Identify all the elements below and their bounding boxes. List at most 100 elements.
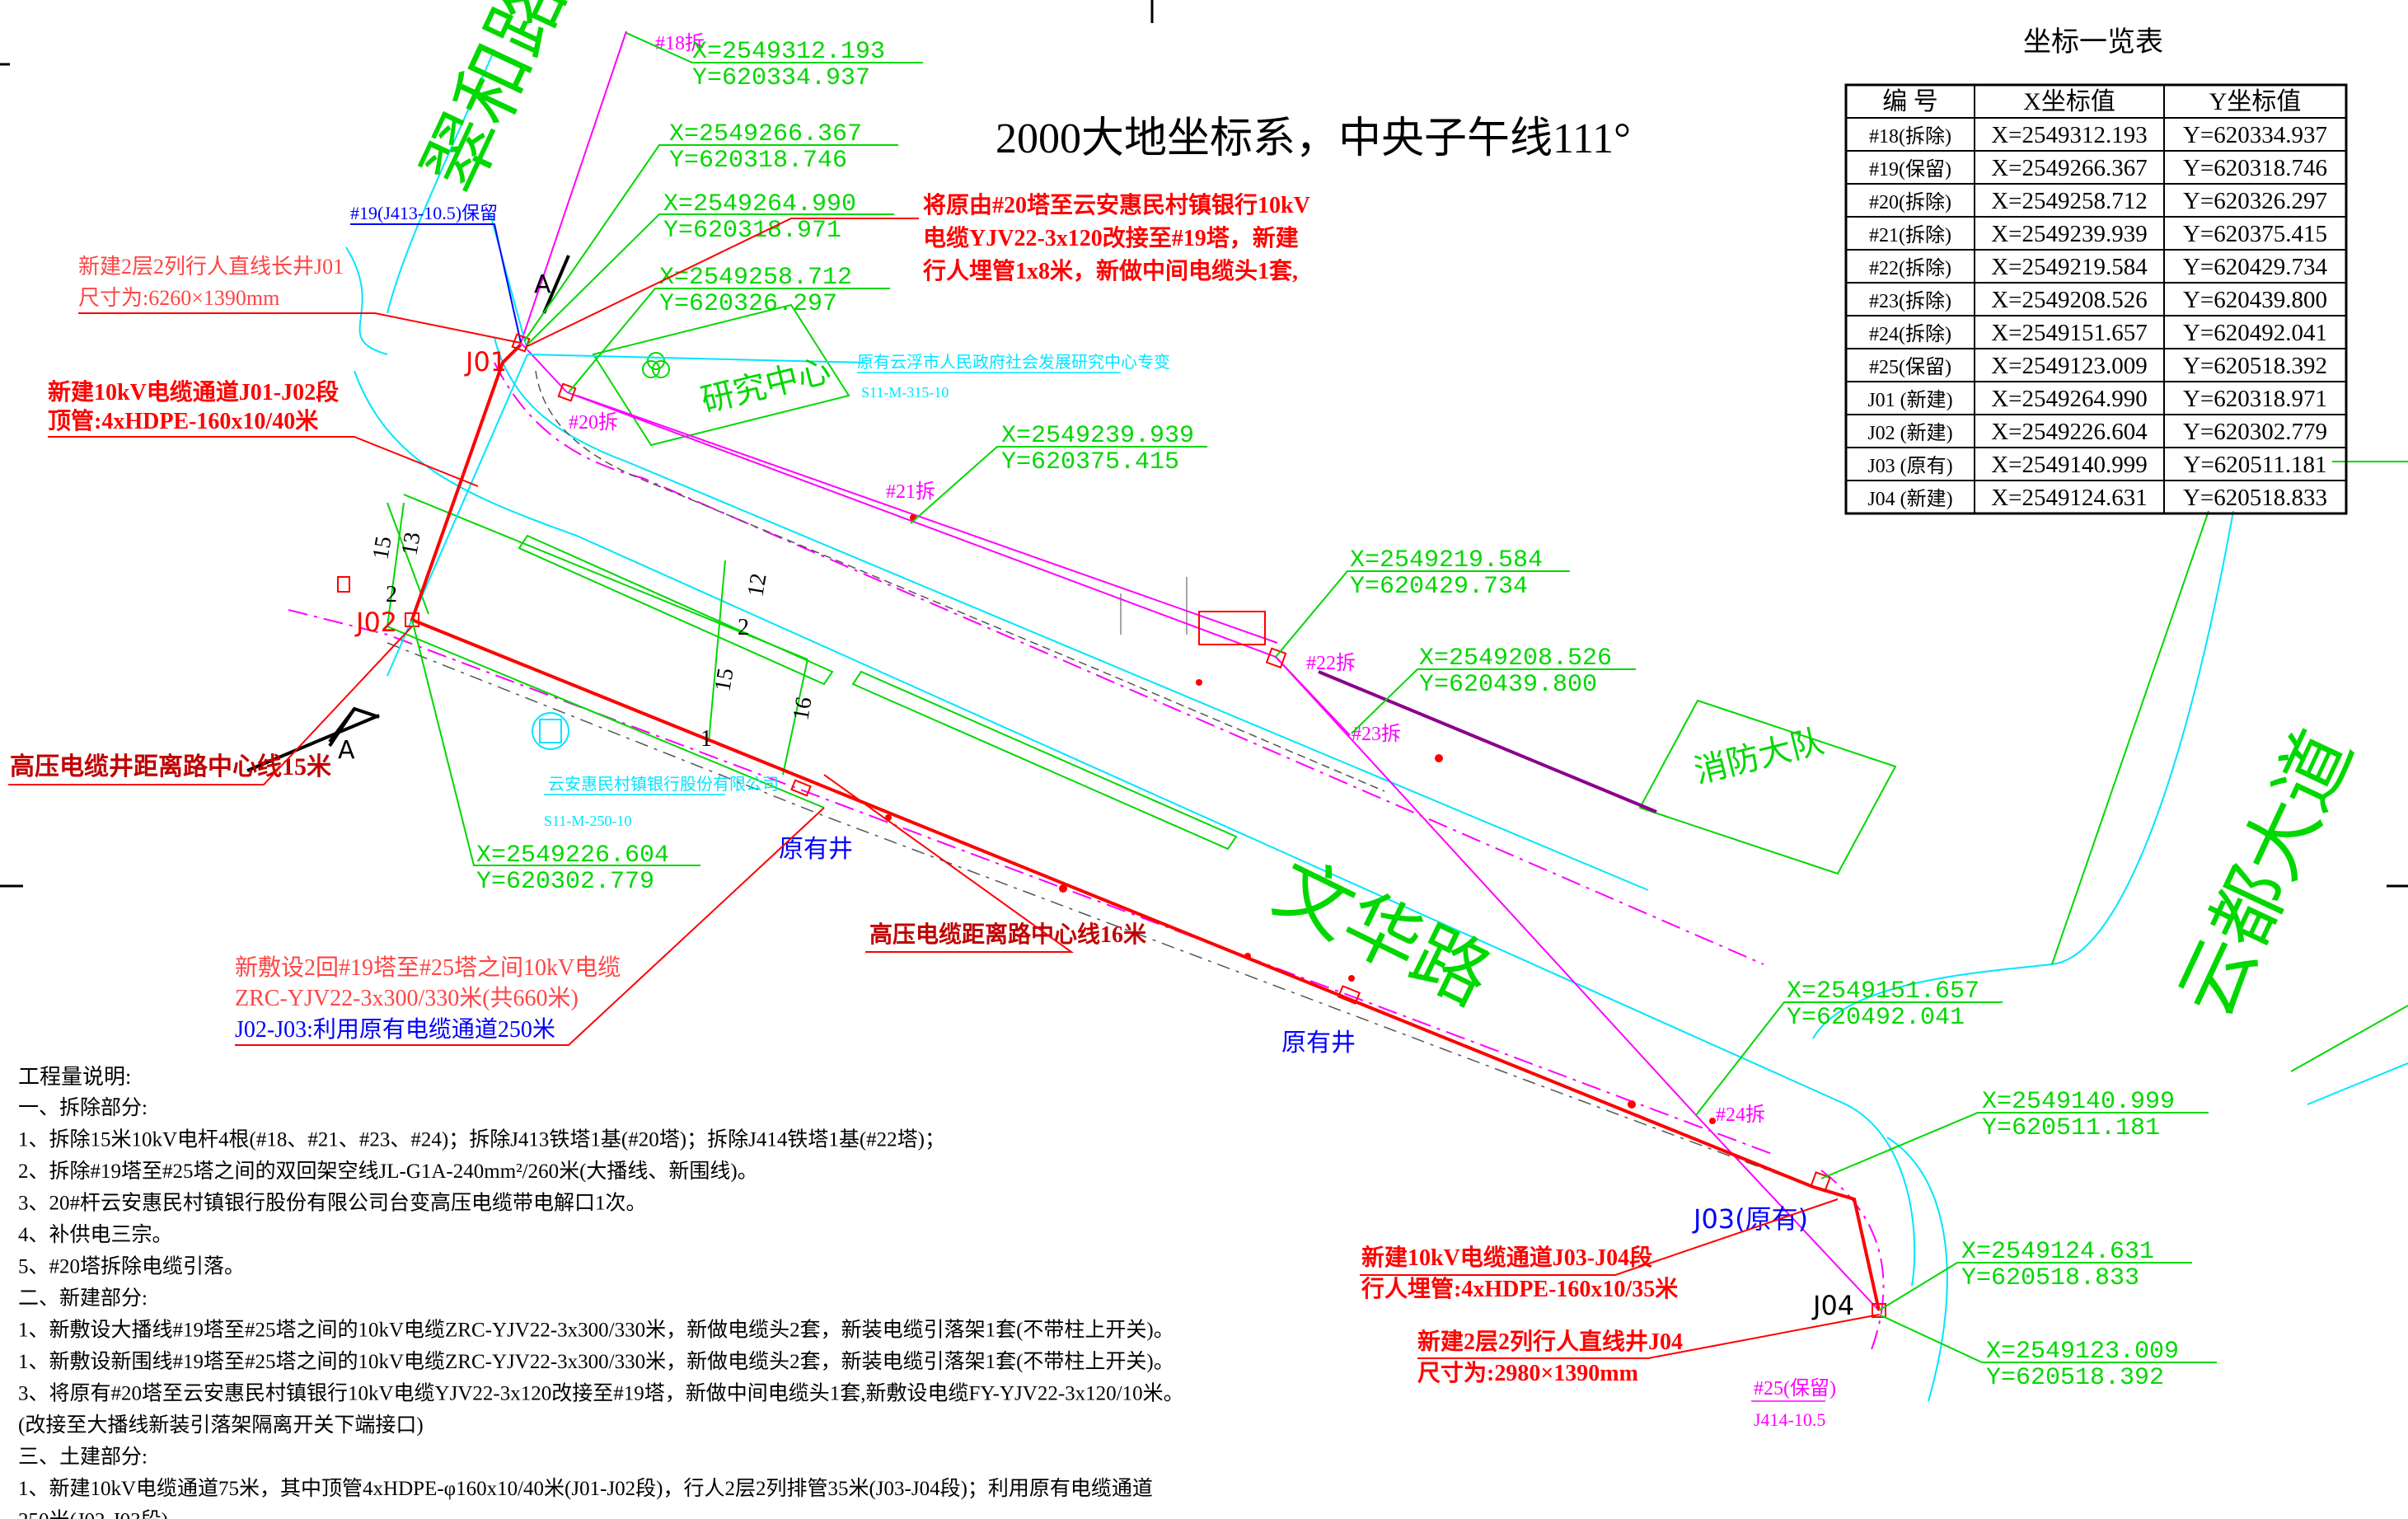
works-line: 3、20#杆云安惠民村镇银行股份有限公司台变高压电缆带电解口1次。 bbox=[18, 1192, 647, 1215]
table-cell: Y=620318.971 bbox=[2183, 386, 2327, 412]
frame-ticks bbox=[0, 0, 2408, 888]
coordinate-system-title: 2000大地坐标系，中央子午线111° bbox=[996, 115, 1631, 162]
transformer1-code: S11-M-315-10 bbox=[861, 384, 949, 401]
tower25-label: #25(保留) bbox=[1754, 1377, 1836, 1399]
table-cell: X=2549239.939 bbox=[1991, 221, 2148, 247]
works-line: 三、土建部分: bbox=[18, 1446, 148, 1469]
works-line: 1、新建10kV电缆通道75米，其中顶管4xHDPE-φ160x10/40米(J… bbox=[18, 1477, 1153, 1500]
red-leaders bbox=[8, 218, 1880, 1359]
tower18-label: #18拆 bbox=[655, 32, 705, 54]
coord-x: X=2549312.193 bbox=[692, 38, 885, 66]
existing-well-1: 原有井 bbox=[779, 835, 853, 864]
research-center-label: 研究中心 bbox=[697, 351, 834, 420]
coord-y: Y=620318.746 bbox=[669, 147, 847, 175]
table-header-cell: X坐标值 bbox=[2023, 88, 2115, 115]
note-j01-l2: 尺寸为:6260×1390mm bbox=[78, 286, 279, 310]
coord-callout-t25: X=2549123.009 Y=620518.392 bbox=[1986, 1338, 2179, 1392]
works-lines: 一、拆除部分: 1、拆除15米10kV电杆4根(#18、#21、#23、#24)；… bbox=[18, 1096, 1184, 1519]
table-cell: X=2549151.657 bbox=[1991, 320, 2148, 346]
table-header-cell: 编 号 bbox=[1882, 88, 1938, 115]
coord-callout-t23: X=2549208.526 Y=620439.800 bbox=[1419, 645, 1612, 699]
table-cell: Y=620375.415 bbox=[2183, 221, 2327, 247]
works-title: 工程量说明: bbox=[18, 1065, 131, 1089]
existing-well-2: 原有井 bbox=[1281, 1029, 1356, 1057]
table-cell: X=2549264.990 bbox=[1991, 386, 2148, 412]
table-cell: Y=620518.392 bbox=[2183, 353, 2327, 379]
works-line: 3、将原有#20塔至云安惠民村镇银行10kV电缆YJV22-3x120改接至#1… bbox=[18, 1382, 1184, 1405]
coord-x: X=2549258.712 bbox=[659, 264, 852, 292]
coord-x: X=2549266.367 bbox=[669, 120, 862, 148]
coord-callout-t18: X=2549312.193 Y=620334.937 bbox=[692, 38, 885, 92]
branch-line-purple bbox=[1318, 670, 1657, 813]
table-cell: X=2549208.526 bbox=[1991, 287, 2148, 313]
works-line: 二、新建部分: bbox=[18, 1287, 148, 1310]
tower25-code: J414-10.5 bbox=[1754, 1409, 1825, 1430]
works-line: 1、拆除15米10kV电杆4根(#18、#21、#23、#24)；拆除J413铁… bbox=[18, 1128, 945, 1151]
pole-dots bbox=[885, 514, 1716, 1124]
table-cell: Y=620326.297 bbox=[2183, 188, 2327, 214]
table-cell: J01 (新建) bbox=[1867, 389, 1952, 411]
coord-y: Y=620518.392 bbox=[1986, 1364, 2164, 1392]
coord-y: Y=620429.734 bbox=[1350, 573, 1528, 601]
coord-callout-j03: X=2549140.999 Y=620511.181 bbox=[1982, 1088, 2175, 1142]
tower19-leader bbox=[350, 223, 522, 344]
works-line: (改接至大播线新装引落架隔离开关下端接口) bbox=[18, 1414, 424, 1437]
coord-callout-t22: X=2549219.584 Y=620429.734 bbox=[1350, 546, 1543, 601]
works-line: 一、拆除部分: bbox=[18, 1096, 148, 1119]
coord-y: Y=620518.833 bbox=[1961, 1264, 2139, 1292]
transformer-symbol-2 bbox=[532, 712, 569, 750]
works-line: 2、拆除#19塔至#25塔之间的双回架空线JL-G1A-240mm²/260米(… bbox=[18, 1160, 758, 1183]
table-cell: #19(保留) bbox=[1869, 158, 1951, 180]
section-a-bottom: A bbox=[338, 736, 355, 765]
table-cell: X=2549312.193 bbox=[1991, 122, 2148, 148]
coord-x: X=2549140.999 bbox=[1982, 1088, 2175, 1116]
dim-16: 16 bbox=[788, 695, 817, 722]
tower20-label: #20拆 bbox=[569, 411, 618, 434]
table-cell: Y=620439.800 bbox=[2183, 287, 2327, 313]
coord-x: X=2549124.631 bbox=[1961, 1238, 2154, 1266]
coord-callout-j02: X=2549226.604 Y=620302.779 bbox=[476, 842, 669, 896]
overhead-line bbox=[520, 30, 1880, 1311]
table-header-cell: Y坐标值 bbox=[2209, 88, 2302, 115]
table-cell: Y=620511.181 bbox=[2184, 452, 2327, 478]
median-strips bbox=[518, 534, 1238, 851]
works-line: 250米(J02-J03段) bbox=[18, 1509, 168, 1519]
tower21-label: #21拆 bbox=[886, 481, 935, 503]
works-line: 4、补供电三宗。 bbox=[18, 1223, 173, 1246]
coord-x: X=2549219.584 bbox=[1350, 546, 1543, 574]
coord-y: Y=620326.297 bbox=[659, 290, 837, 318]
coord-x: X=2549151.657 bbox=[1787, 978, 1979, 1006]
road-label-yundu: 云都大道 bbox=[2162, 718, 2370, 1030]
fire-brigade-label: 消防大队 bbox=[1690, 722, 1827, 790]
yundu-boundary bbox=[2290, 461, 2408, 1072]
note-reroute-l3: 行人埋管1x8米，新做中间电缆头1套, bbox=[922, 257, 1298, 284]
transformer-symbol-1 bbox=[642, 352, 670, 378]
dim-12: 12 bbox=[743, 571, 771, 598]
note-j01-l1: 新建2层2列行人直线长井J01 bbox=[78, 255, 344, 279]
table-cell: Y=620492.041 bbox=[2183, 320, 2327, 346]
coordinate-leaders bbox=[411, 32, 2217, 1363]
fire-brigade-outline bbox=[1638, 699, 1897, 875]
transformer1-name: 原有云浮市人民政府社会发展研究中心专变 bbox=[857, 353, 1170, 372]
coord-y: Y=620511.181 bbox=[1982, 1114, 2160, 1142]
note-new-cable-l2: ZRC-YJV22-3x300/330米(共660米) bbox=[235, 985, 579, 1011]
table-cell: #23(拆除) bbox=[1869, 290, 1951, 312]
table-grid bbox=[1846, 85, 2346, 513]
well-j01-label: J01 bbox=[464, 346, 507, 377]
tower22-label: #22拆 bbox=[1306, 652, 1356, 674]
coord-y: Y=620318.971 bbox=[663, 217, 841, 245]
tower19-label: #19(J413-10.5)保留 bbox=[350, 203, 498, 223]
note-new-cable-l3: J02-J03:利用原有电缆通道250米 bbox=[235, 1016, 555, 1043]
dim-2b: 2 bbox=[738, 615, 749, 640]
table-cell: J03 (原有) bbox=[1867, 455, 1952, 477]
section-mark bbox=[246, 255, 570, 772]
coord-x: X=2549208.526 bbox=[1419, 645, 1612, 673]
dimension-numbers: 15 13 2 12 2 15 16 1 bbox=[368, 530, 817, 752]
section-a-top: A bbox=[534, 270, 551, 299]
coord-callout-j01: X=2549264.990 Y=620318.971 bbox=[663, 190, 856, 245]
coord-callout-t19: X=2549266.367 Y=620318.746 bbox=[669, 120, 862, 175]
coord-callout-t21: X=2549239.939 Y=620375.415 bbox=[1001, 422, 1194, 476]
coord-x: X=2549239.939 bbox=[1001, 422, 1194, 450]
table-cell: #20(拆除) bbox=[1869, 191, 1951, 213]
